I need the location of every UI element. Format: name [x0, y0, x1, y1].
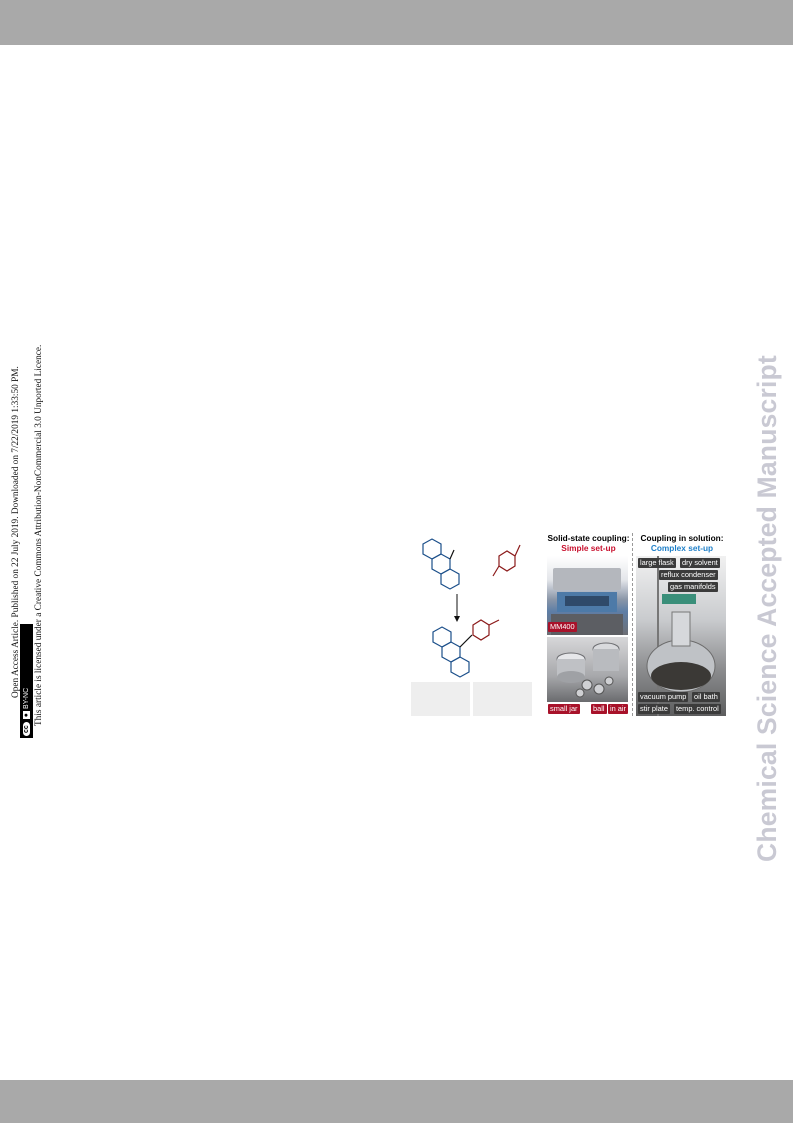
ball-mill-photo [547, 556, 628, 635]
chip-ball: ball [591, 704, 607, 714]
chip-vacuum-pump: vacuum pump [638, 692, 689, 702]
chip-stir-plate: stir plate [638, 704, 670, 714]
accepted-manuscript-watermark: Chemical Science Accepted Manuscript [752, 355, 782, 862]
cc-badge-text: BY-NC [23, 687, 30, 709]
panel-divider [632, 533, 633, 716]
chip-gas-manifolds: gas manifolds [668, 582, 718, 592]
chip-temp-control: temp. control [674, 704, 721, 714]
chip-small-jar: small jar [548, 704, 580, 714]
chip-large-flask: large flask [638, 558, 676, 568]
by-icon: ● [23, 710, 30, 720]
scheme-label-box-right [473, 682, 532, 716]
chip-oil-bath: oil bath [692, 692, 720, 702]
solution-title: Coupling in solution: [640, 533, 724, 543]
tolyl-reactant [492, 544, 521, 577]
solid-state-title: Solid-state coupling: [547, 533, 630, 543]
reaction-scheme [422, 538, 521, 678]
anthracene-reactant [422, 538, 460, 590]
cc-license-badge[interactable]: cc ● BY-NC [20, 624, 33, 738]
chip-in-air: in air [608, 704, 629, 714]
scheme-label-box-left [411, 682, 470, 716]
solid-state-subtitle: Simple set-up [561, 543, 616, 553]
license-line-2: This article is licensed under a Creativ… [34, 344, 44, 726]
solution-subtitle: Complex set-up [650, 543, 714, 553]
chip-reflux-condenser: reflux condenser [659, 570, 718, 580]
top-header-band [0, 0, 793, 45]
chip-dry-solvent: dry solvent [680, 558, 720, 568]
bottom-footer-band [0, 1080, 793, 1123]
jar-and-balls-photo [547, 637, 628, 702]
cc-icon: cc [23, 722, 30, 736]
coupled-product [432, 619, 500, 678]
mm400-label: MM400 [548, 622, 577, 632]
